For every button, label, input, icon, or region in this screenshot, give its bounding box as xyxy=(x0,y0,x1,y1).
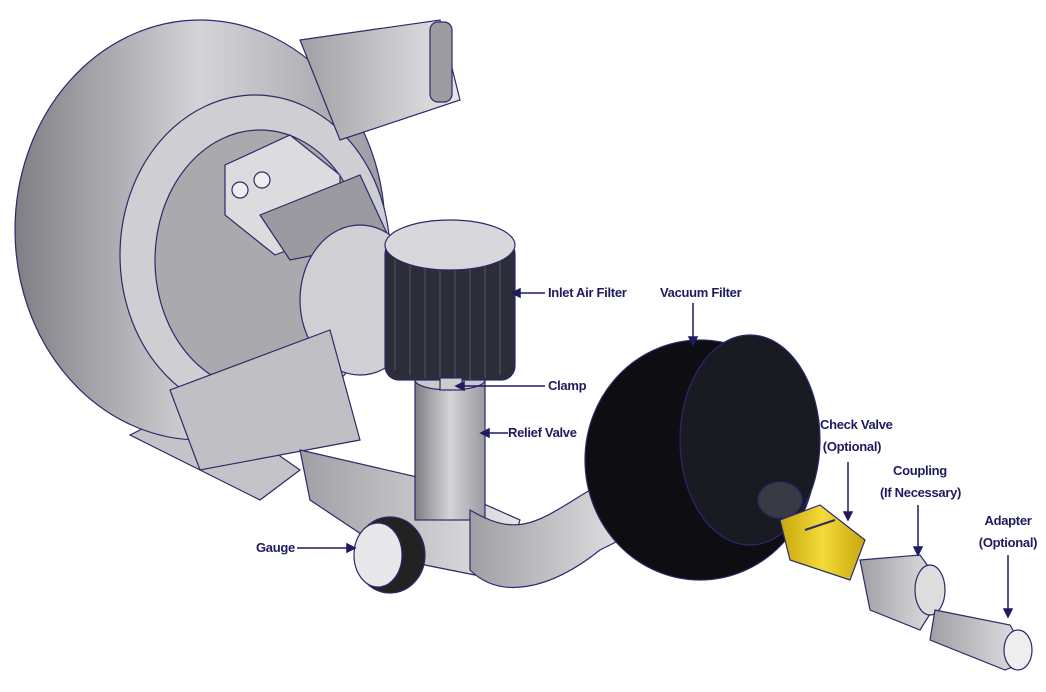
label-inlet-air-filter: Inlet Air Filter xyxy=(548,285,627,300)
label-gauge: Gauge xyxy=(256,540,295,555)
label-vacuum-filter: Vacuum Filter xyxy=(660,285,742,300)
adapter-title: Adapter xyxy=(984,513,1032,528)
check-valve xyxy=(779,504,866,581)
label-check-valve: Check Valve (Optional) xyxy=(820,414,893,458)
adapter-note: (Optional) xyxy=(978,535,1038,550)
coupling-note: (If Necessary) xyxy=(880,485,962,500)
check-valve-title: Check Valve xyxy=(820,417,893,432)
relief-valve-body xyxy=(414,379,486,521)
label-adapter: Adapter (Optional) xyxy=(976,510,1040,554)
coupling-title: Coupling xyxy=(893,463,947,478)
label-relief-valve: Relief Valve xyxy=(508,425,577,440)
motor xyxy=(299,19,461,141)
leader-lines xyxy=(297,287,1014,619)
label-clamp: Clamp xyxy=(548,378,587,393)
label-coupling: Coupling (If Necessary) xyxy=(880,460,962,504)
check-valve-note: (Optional) xyxy=(822,439,882,454)
